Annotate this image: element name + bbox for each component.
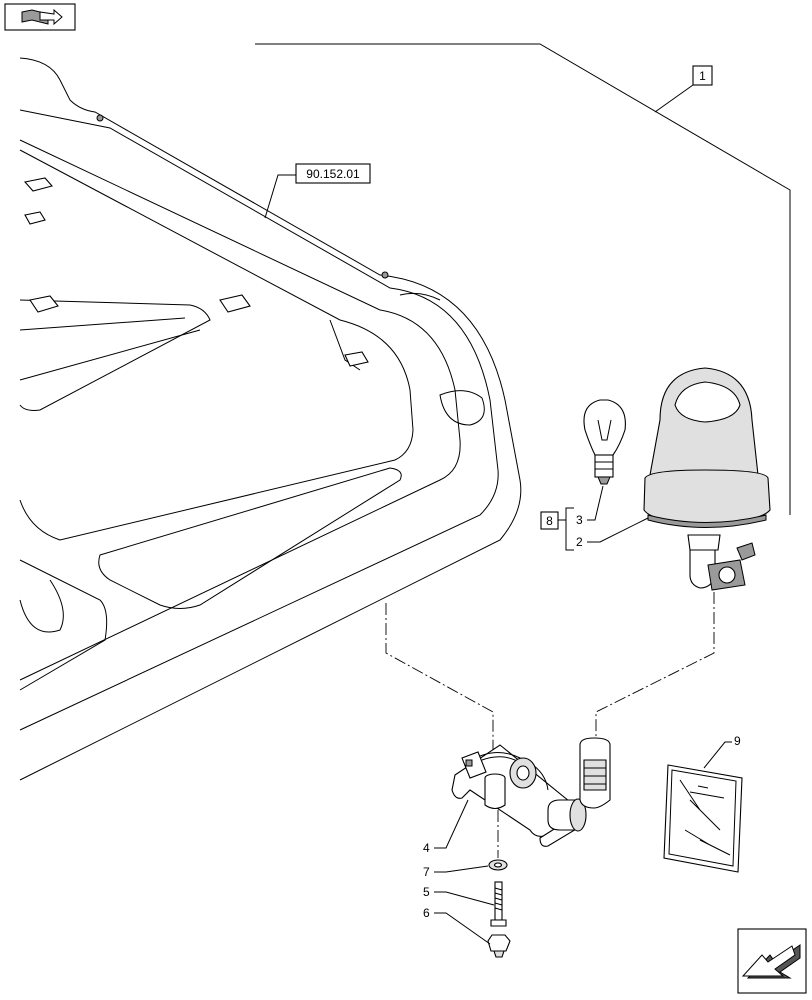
- callout-4: 4: [423, 841, 430, 855]
- assembly-ref-label: 90.152.01: [306, 167, 360, 181]
- callout-2: 2: [576, 535, 583, 549]
- beacon-lamp-part: [643, 367, 771, 591]
- book-with-arrow-icon[interactable]: [4, 3, 76, 31]
- washer-part: [488, 859, 508, 871]
- bracket-assembly-part: [451, 737, 611, 847]
- manual-leaflet-part: [663, 764, 743, 873]
- assembly-ref-box[interactable]: 90.152.01: [295, 163, 371, 184]
- callout-7: 7: [423, 865, 430, 879]
- next-page-arrow-icon[interactable]: [737, 928, 807, 994]
- screw-part: [490, 881, 507, 927]
- cab-roof-drawing: [19, 57, 522, 781]
- assembly-line-left: [385, 603, 494, 752]
- nut-part: [487, 934, 511, 958]
- ref-box-8[interactable]: 8: [540, 511, 559, 530]
- ref-box-1-label: 1: [699, 69, 706, 83]
- callout-6: 6: [423, 906, 430, 920]
- bulb-part: [583, 399, 626, 485]
- assembly-line-right: [595, 592, 715, 742]
- ref-box-8-label: 8: [546, 514, 553, 528]
- ref-box-1[interactable]: 1: [692, 65, 713, 86]
- callout-5: 5: [423, 885, 430, 899]
- leader-line-assembly: [255, 43, 791, 515]
- callout-3: 3: [576, 513, 583, 527]
- callout-9: 9: [734, 734, 741, 748]
